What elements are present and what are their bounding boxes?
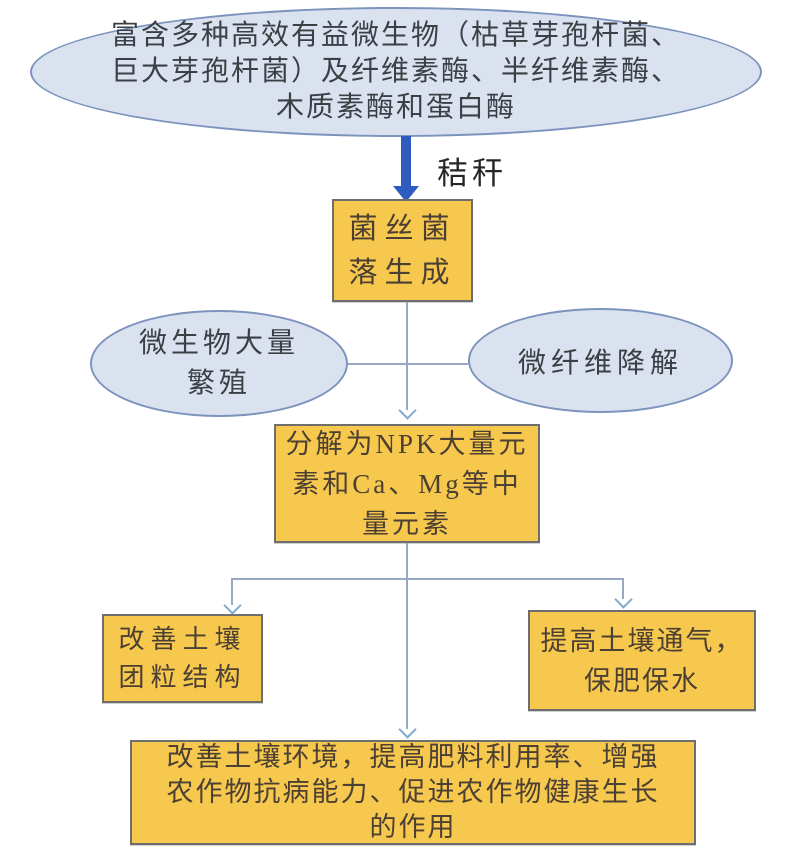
straw-input-arrow-shaft [401, 136, 411, 188]
soil-aeration-box: 提高土壤通气， 保肥保水 [528, 610, 756, 711]
mycelium-colony-box: 菌丝菌 落生成 [332, 199, 473, 302]
fiber-degradation-ellipse: 微纤维降解 [468, 308, 733, 413]
connector-npk-outcome [406, 578, 408, 729]
arrow-down-icon [393, 186, 419, 202]
straw-label: 秸秆 [437, 156, 507, 191]
npk-decomposition-box: 分解为NPK大量元 素和Ca、Mg等中 量元素 [274, 424, 540, 543]
microbe-reproduction-ellipse: 微生物大量 繁殖 [90, 310, 348, 417]
connector-branch-horizontal [231, 578, 623, 580]
connector-mycelium-npk [406, 302, 408, 410]
source-microbes-ellipse: 富含多种高效有益微生物（枯草芽孢杆菌、 巨大芽孢杆菌）及纤维素酶、半纤维素酶、 … [30, 7, 762, 137]
connector-branch-right [622, 578, 624, 599]
arrowhead-down-icon [398, 401, 417, 420]
connector-branch-left [231, 578, 233, 605]
overall-effect-box: 改善土壤环境，提高肥料利用率、增强 农作物抗病能力、促进农作物健康生长 的作用 [130, 740, 696, 845]
connector-ellipses [348, 363, 468, 365]
arrowhead-down-icon [614, 590, 633, 609]
connector-npk-branch [406, 543, 408, 580]
arrowhead-down-icon [398, 720, 417, 739]
soil-structure-box: 改善土壤 团粒结构 [102, 614, 263, 703]
arrowhead-down-icon [223, 596, 242, 615]
